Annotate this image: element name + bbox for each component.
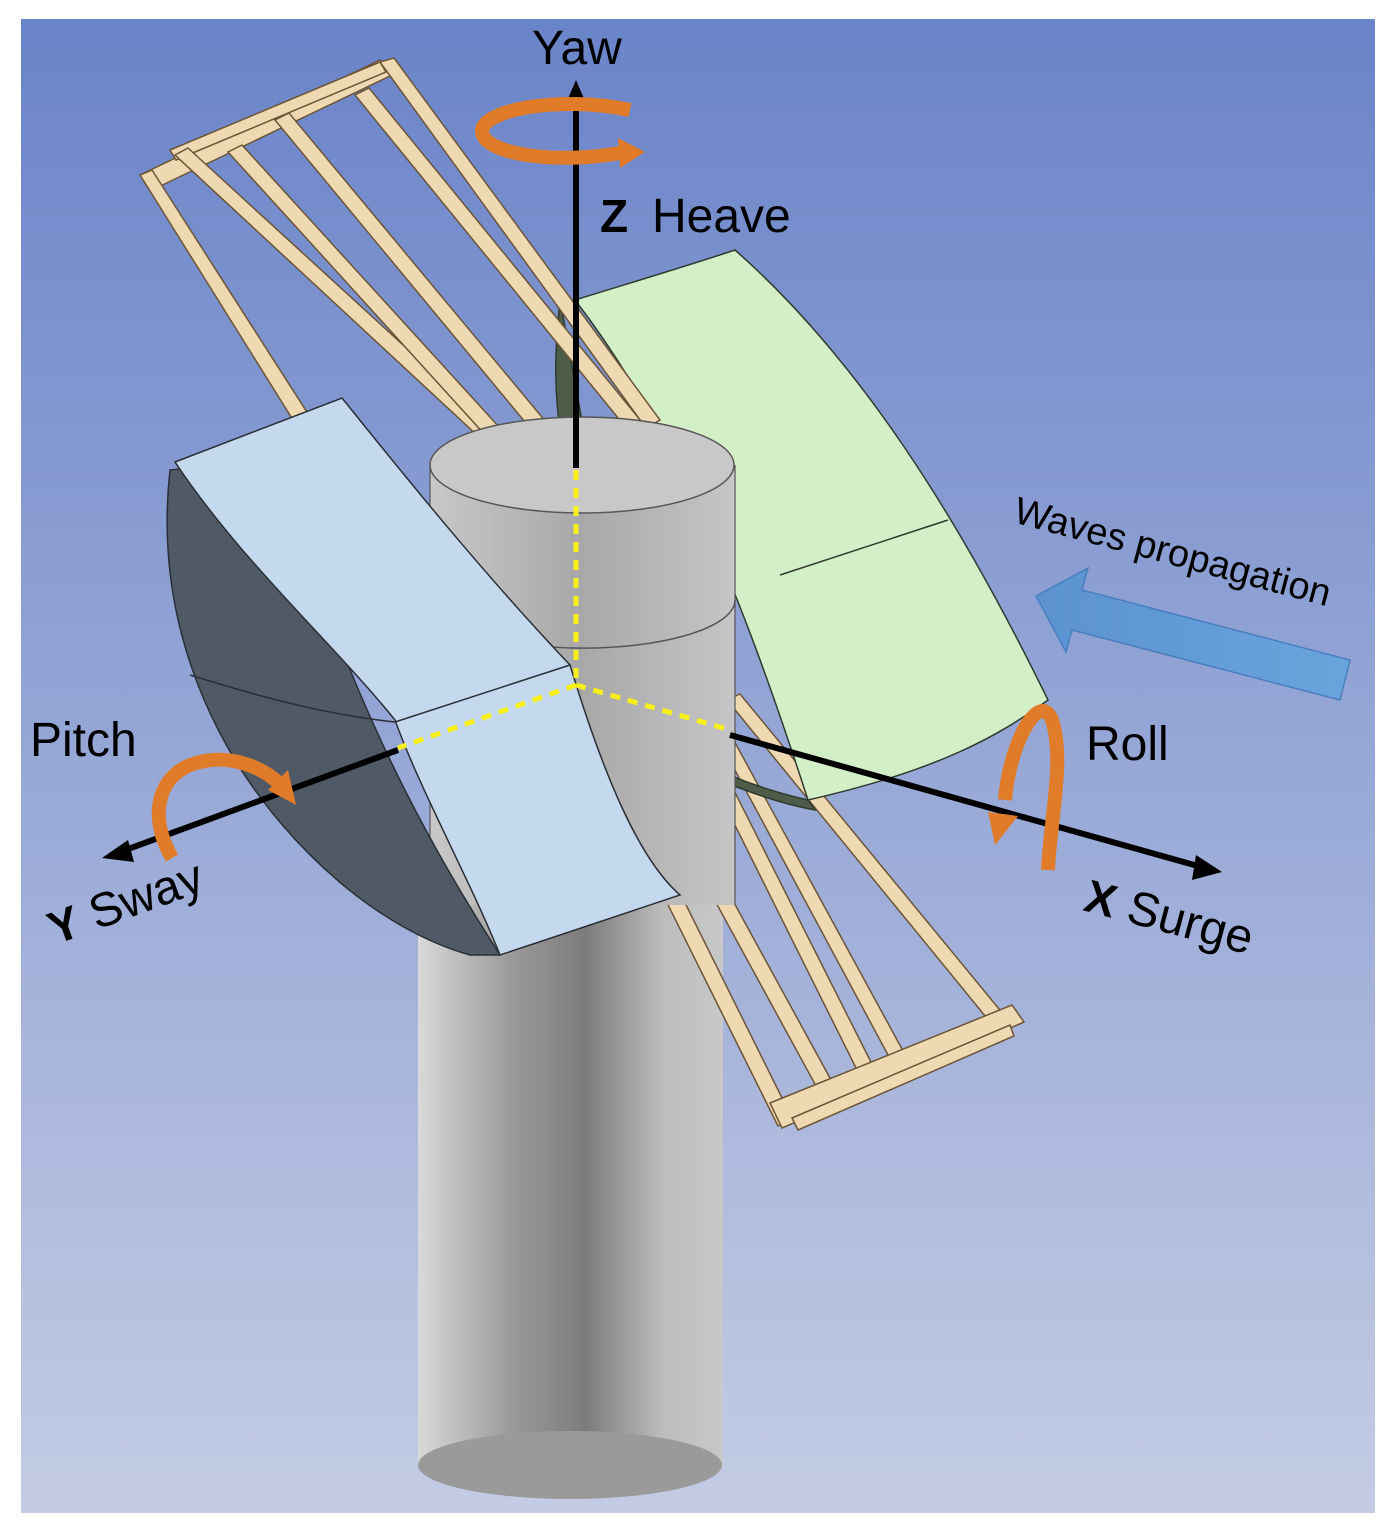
roll-label: Roll	[1086, 718, 1169, 771]
pitch-rotation-icon	[151, 752, 296, 862]
origin-lines	[397, 470, 731, 751]
heave-label-group: Z Heave	[600, 190, 791, 243]
yaw-label: Yaw	[532, 22, 622, 75]
roll-rotation-icon	[988, 704, 1065, 871]
heave-label: Heave	[652, 190, 791, 243]
pitch-label: Pitch	[30, 714, 137, 767]
z-axis-letter: Z	[600, 190, 628, 242]
x-axis	[729, 732, 1222, 880]
waves-direction-icon	[1034, 566, 1351, 701]
blue-float	[166, 397, 682, 956]
yaw-rotation-icon	[475, 96, 645, 168]
support-column	[418, 905, 723, 1499]
